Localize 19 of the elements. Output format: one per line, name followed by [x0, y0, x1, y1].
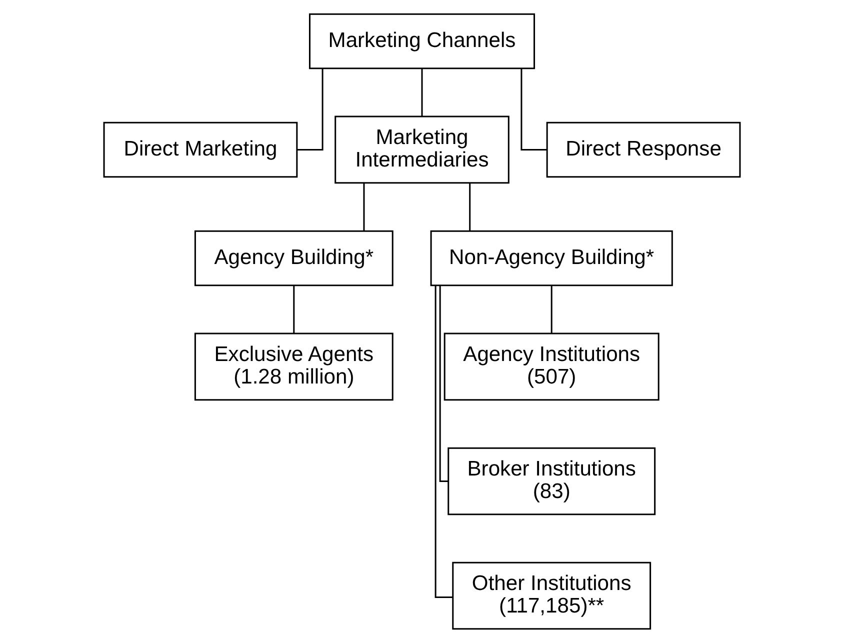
connector	[438, 286, 448, 482]
node-box: Other Institutions (117,185)**	[452, 562, 651, 630]
connector	[292, 286, 294, 334]
connector	[468, 183, 470, 231]
node-box: Marketing Channels	[308, 13, 535, 70]
connector	[550, 286, 552, 334]
node-box: Direct Marketing	[102, 122, 298, 178]
node-box: Broker Institutions (83)	[447, 447, 656, 516]
node-box: Agency Institutions (507)	[443, 332, 659, 401]
connector	[296, 68, 323, 150]
node-box: Direct Response	[546, 122, 740, 178]
node-box: Exclusive Agents (1.28 million)	[194, 332, 393, 401]
connector	[420, 68, 422, 117]
node-box: Non-Agency Building*	[430, 230, 672, 286]
connector	[434, 285, 452, 598]
node-box: Marketing Intermediaries	[334, 116, 509, 184]
connector	[520, 68, 546, 150]
node-box: Agency Building*	[194, 230, 393, 286]
connector	[362, 183, 364, 231]
